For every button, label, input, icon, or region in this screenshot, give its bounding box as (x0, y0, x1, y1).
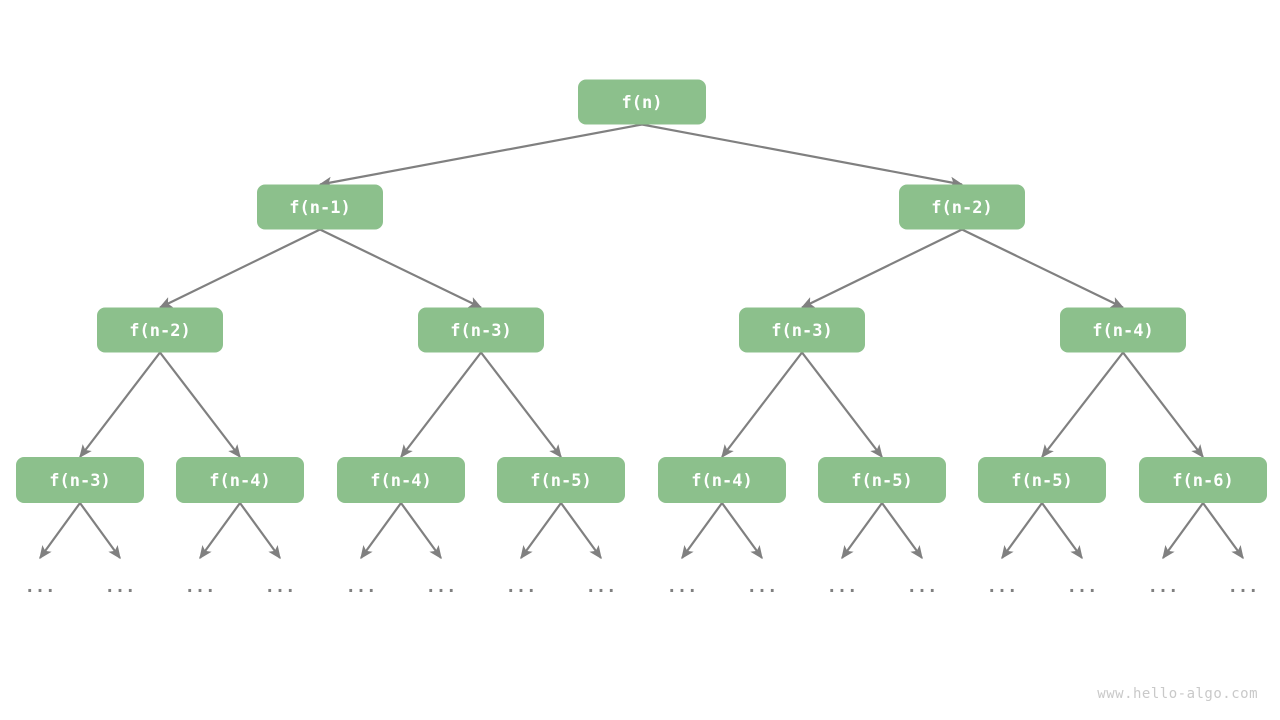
ellipsis-mark: ... (1228, 577, 1259, 597)
tree-node-box (1060, 307, 1186, 353)
edges-layer (79, 123, 1204, 459)
tree-node[interactable]: f(n-3) (418, 307, 544, 353)
tree-node-label: f(n-2) (931, 198, 992, 218)
leaf-stub-edge (1041, 502, 1083, 560)
leaf-stub-edge (400, 502, 442, 560)
tree-node-box (739, 307, 865, 353)
tree-edge (961, 228, 1125, 309)
leaf-stubs-layer (39, 502, 1244, 560)
ellipsis-mark: ... (1148, 577, 1179, 597)
tree-edge (801, 351, 883, 459)
tree-node-label: f(n-3) (450, 321, 511, 341)
ellipsis-mark: ... (506, 577, 537, 597)
leaf-stub-edge (721, 502, 763, 560)
tree-node[interactable]: f(n-3) (16, 457, 144, 503)
leaf-stub-edge (841, 502, 883, 560)
tree-node-label: f(n-5) (1011, 471, 1072, 491)
tree-edge (1122, 351, 1204, 459)
ellipsis-mark: ... (827, 577, 858, 597)
leaf-stub-edge (1162, 502, 1204, 560)
ellipsis-mark: ... (907, 577, 938, 597)
tree-node[interactable]: f(n-4) (658, 457, 786, 503)
ellipsis-mark: ... (105, 577, 136, 597)
tree-node[interactable]: f(n-5) (978, 457, 1106, 503)
tree-node-box (16, 457, 144, 503)
leaf-stub-edge (1202, 502, 1244, 560)
tree-node-label: f(n-2) (129, 321, 190, 341)
tree-node-box (899, 184, 1025, 230)
tree-edge (400, 351, 482, 459)
leaf-stub-edge (199, 502, 241, 560)
tree-edge (480, 351, 562, 459)
tree-edge (159, 351, 241, 459)
tree-node[interactable]: f(n-5) (497, 457, 625, 503)
tree-node[interactable]: f(n-2) (97, 307, 223, 353)
ellipsis-mark: ... (346, 577, 377, 597)
ellipsis-mark: ... (987, 577, 1018, 597)
tree-node-box (978, 457, 1106, 503)
tree-node-label: f(n-6) (1172, 471, 1233, 491)
ellipsis-mark: ... (747, 577, 778, 597)
tree-node-label: f(n-4) (1092, 321, 1153, 341)
ellipsis-mark: ... (586, 577, 617, 597)
tree-node[interactable]: f(n-2) (899, 184, 1025, 230)
tree-node[interactable]: f(n-1) (257, 184, 383, 230)
leaf-stub-edge (39, 502, 81, 560)
tree-node-box (578, 79, 706, 125)
tree-edge (79, 351, 161, 459)
leaf-stub-edge (1001, 502, 1043, 560)
tree-edge (158, 228, 321, 309)
tree-node[interactable]: f(n-4) (1060, 307, 1186, 353)
leaf-stub-edge (239, 502, 281, 560)
ellipsis-mark: ... (667, 577, 698, 597)
tree-node[interactable]: f(n) (578, 79, 706, 125)
tree-node-box (176, 457, 304, 503)
ellipsis-mark: ... (265, 577, 296, 597)
tree-node-box (497, 457, 625, 503)
leaf-stub-edge (79, 502, 121, 560)
ellipsis-mark: ... (426, 577, 457, 597)
tree-node-label: f(n-3) (49, 471, 110, 491)
tree-node-box (97, 307, 223, 353)
tree-edge (319, 228, 483, 309)
tree-edge (318, 123, 643, 188)
tree-node-label: f(n-3) (771, 321, 832, 341)
tree-node-label: f(n-4) (691, 471, 752, 491)
leaf-stub-edge (520, 502, 562, 560)
tree-node-label: f(n-5) (530, 471, 591, 491)
ellipsis-layer: ........................................… (25, 577, 1259, 597)
nodes-layer: f(n) f(n-1) f(n-2) f(n-2) f(n-3) f(n-3) f(n-4)… (16, 79, 1267, 503)
tree-node-label: f(n-1) (289, 198, 350, 218)
tree-node[interactable]: f(n-4) (337, 457, 465, 503)
leaf-stub-edge (681, 502, 723, 560)
tree-node-label: f(n-4) (209, 471, 270, 491)
tree-node-label: f(n-4) (370, 471, 431, 491)
tree-node[interactable]: f(n-6) (1139, 457, 1267, 503)
tree-node-label: f(n) (622, 93, 663, 113)
tree-node-box (658, 457, 786, 503)
tree-node[interactable]: f(n-4) (176, 457, 304, 503)
tree-node-box (337, 457, 465, 503)
tree-edge (800, 228, 963, 309)
leaf-stub-edge (560, 502, 602, 560)
ellipsis-mark: ... (185, 577, 216, 597)
tree-node-box (418, 307, 544, 353)
tree-edge (721, 351, 803, 459)
leaf-stub-edge (881, 502, 923, 560)
leaf-stub-edge (360, 502, 402, 560)
tree-edge (1041, 351, 1124, 459)
tree-node-box (1139, 457, 1267, 503)
tree-node[interactable]: f(n-5) (818, 457, 946, 503)
tree-node-label: f(n-5) (851, 471, 912, 491)
ellipsis-mark: ... (25, 577, 56, 597)
watermark: www.hello-algo.com (1097, 686, 1258, 702)
tree-node-box (257, 184, 383, 230)
tree-node[interactable]: f(n-3) (739, 307, 865, 353)
tree-edge (641, 123, 964, 188)
ellipsis-mark: ... (1067, 577, 1098, 597)
tree-node-box (818, 457, 946, 503)
